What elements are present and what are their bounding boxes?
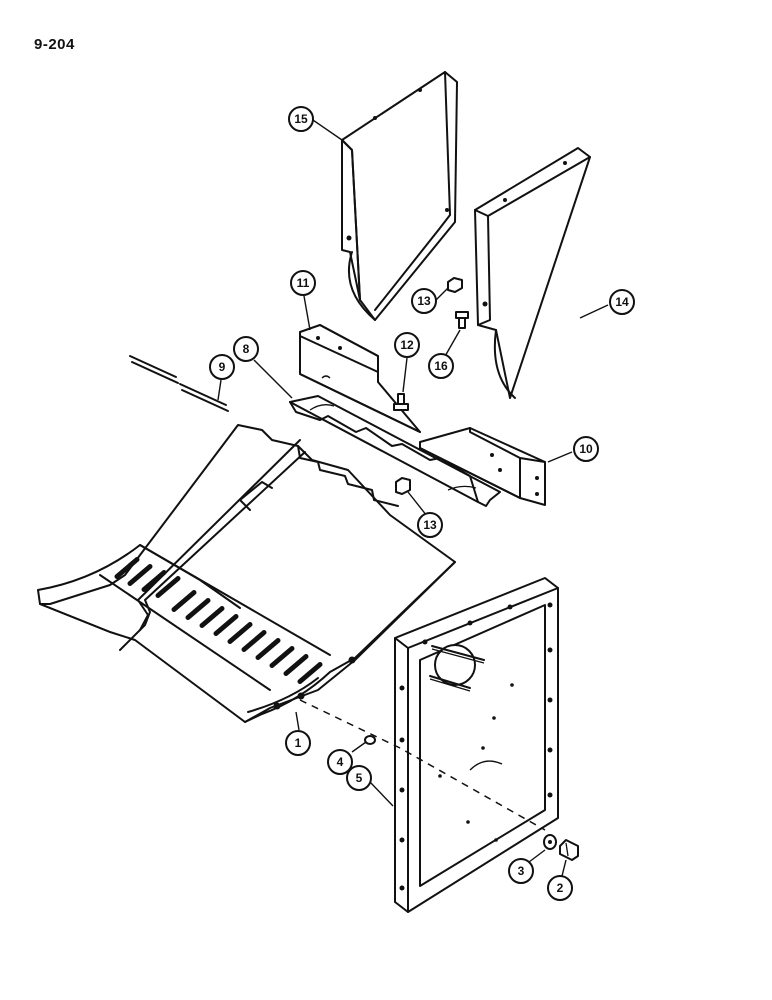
part-4-washer	[364, 735, 376, 745]
callout-15-label: 15	[294, 112, 308, 126]
callout-12-label: 12	[400, 338, 414, 352]
callout-11-label: 11	[297, 276, 310, 290]
callout-5: 5	[346, 765, 372, 791]
callout-13-lower: 13	[417, 512, 443, 538]
callout-13-lower-label: 13	[423, 518, 437, 532]
callout-9-label: 9	[219, 360, 226, 374]
plate-holes	[399, 602, 553, 891]
part-11-left-bracket	[299, 324, 421, 433]
callout-9: 9	[209, 354, 235, 380]
callout-15: 15	[288, 106, 314, 132]
leader-lines	[217, 117, 609, 877]
part-10-right-bracket	[419, 427, 546, 506]
part-16-bolt	[455, 311, 469, 329]
callout-10: 10	[573, 436, 599, 462]
callout-14: 14	[609, 289, 635, 315]
callout-10-label: 10	[579, 442, 593, 456]
callout-4-label: 4	[337, 755, 344, 769]
part-5-mounting-plate	[394, 577, 559, 913]
callout-8: 8	[233, 336, 259, 362]
callout-4: 4	[327, 749, 353, 775]
callout-13-upper-label: 13	[417, 294, 431, 308]
part-1-floor-tray	[37, 424, 456, 723]
callout-13-upper: 13	[411, 288, 437, 314]
part-13-lower-nut	[395, 477, 411, 495]
callout-3: 3	[508, 858, 534, 884]
part-3-washer	[543, 834, 557, 850]
callout-2: 2	[547, 875, 573, 901]
page-number: 9-204	[34, 36, 75, 53]
callout-1-label: 1	[295, 736, 302, 750]
callout-1: 1	[285, 730, 311, 756]
ventilation-slots	[114, 557, 323, 684]
part-12-screw	[393, 393, 409, 411]
part-15-upper-left-shield	[341, 71, 458, 321]
part-2-bolt	[559, 839, 579, 861]
part-13-upper-nut	[447, 277, 463, 293]
part-9-rods	[129, 355, 229, 412]
callout-12: 12	[394, 332, 420, 358]
callout-11: 11	[290, 270, 316, 296]
callout-14-label: 14	[615, 295, 629, 309]
callout-16-label: 16	[434, 359, 448, 373]
callout-2-label: 2	[557, 881, 564, 895]
callout-8-label: 8	[243, 342, 250, 356]
callout-3-label: 3	[518, 864, 525, 878]
callout-16: 16	[428, 353, 454, 379]
callout-5-label: 5	[356, 771, 363, 785]
part-14-upper-right-shield	[474, 147, 591, 399]
